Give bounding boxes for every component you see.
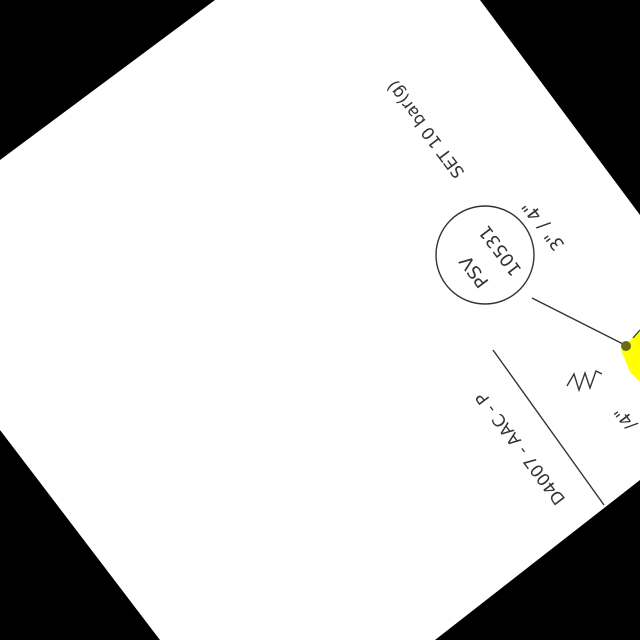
impulse-line xyxy=(531,297,626,346)
psv-bubble[interactable] xyxy=(435,205,535,305)
spring-symbol xyxy=(566,370,603,393)
valve-node[interactable] xyxy=(621,341,631,351)
process-line xyxy=(492,349,605,506)
valve-highlight[interactable] xyxy=(621,330,640,382)
valve-stem-mark xyxy=(632,329,640,339)
